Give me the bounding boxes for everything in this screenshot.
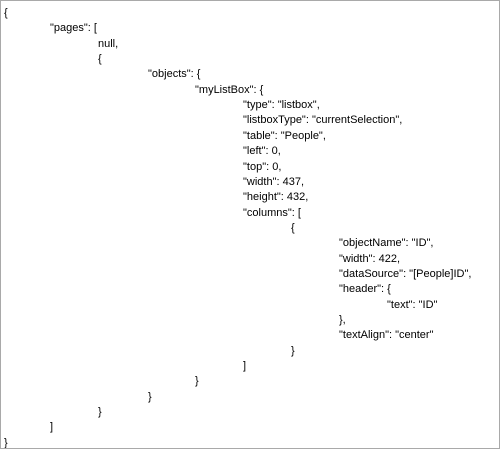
code-line: "width": 422,	[339, 252, 401, 265]
code-line: }	[291, 344, 295, 357]
code-line: "header": {	[339, 283, 391, 296]
code-line: "left": 0,	[243, 145, 281, 158]
code-line: }	[4, 436, 8, 449]
code-line: {	[98, 53, 102, 66]
code-line: "listboxType": "currentSelection",	[243, 114, 403, 127]
code-line: "type": "listbox",	[243, 99, 320, 112]
code-line: ]	[243, 360, 247, 373]
code-line: null,	[98, 37, 119, 50]
code-line: }	[98, 406, 102, 419]
code-line: "dataSource": "[People]ID",	[339, 267, 472, 280]
code-line: "height": 432,	[243, 191, 309, 204]
code-line: {	[4, 7, 8, 19]
code-line: "columns": [	[243, 206, 301, 219]
code-line: ]	[50, 421, 54, 434]
code-line: "text": "ID"	[387, 298, 438, 311]
code-line: "width": 437,	[243, 175, 305, 188]
code-line: }	[195, 375, 199, 388]
code-line: "table": "People",	[243, 129, 326, 142]
code-line: {	[291, 221, 295, 234]
code-line: "myListBox": {	[195, 83, 264, 96]
code-line: "top": 0,	[243, 160, 282, 173]
code-line: }	[148, 390, 152, 403]
code-line: "objects": {	[148, 68, 201, 81]
code-line: },	[339, 314, 346, 326]
code-line: "objectName": "ID",	[339, 237, 434, 250]
code-line: "pages": [	[50, 22, 97, 35]
code-line: "textAlign": "center"	[339, 329, 434, 342]
